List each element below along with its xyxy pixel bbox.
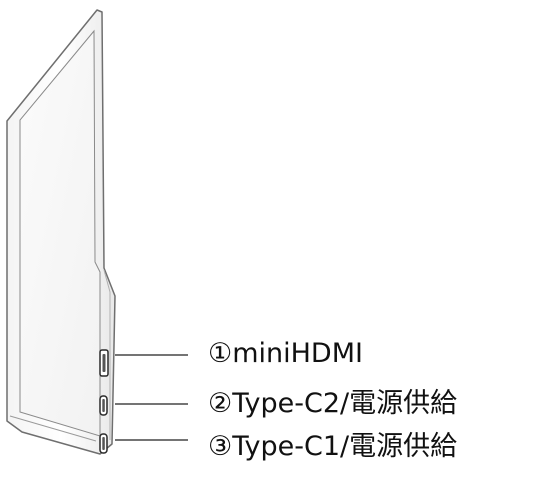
port-label-minihdmi: ①miniHDMI [208, 338, 363, 369]
port-minihdmi-inner [102, 354, 106, 372]
port-label-type-c2: ②Type-C2/電源供給 [208, 388, 458, 419]
bottom-bezel-line [9, 415, 97, 442]
port-type-c1-inner [102, 437, 105, 450]
side-edge-line [103, 269, 111, 440]
port-type-c2-inner [102, 399, 105, 412]
port-label-type-c1: ③Type-C1/電源供給 [208, 431, 458, 462]
